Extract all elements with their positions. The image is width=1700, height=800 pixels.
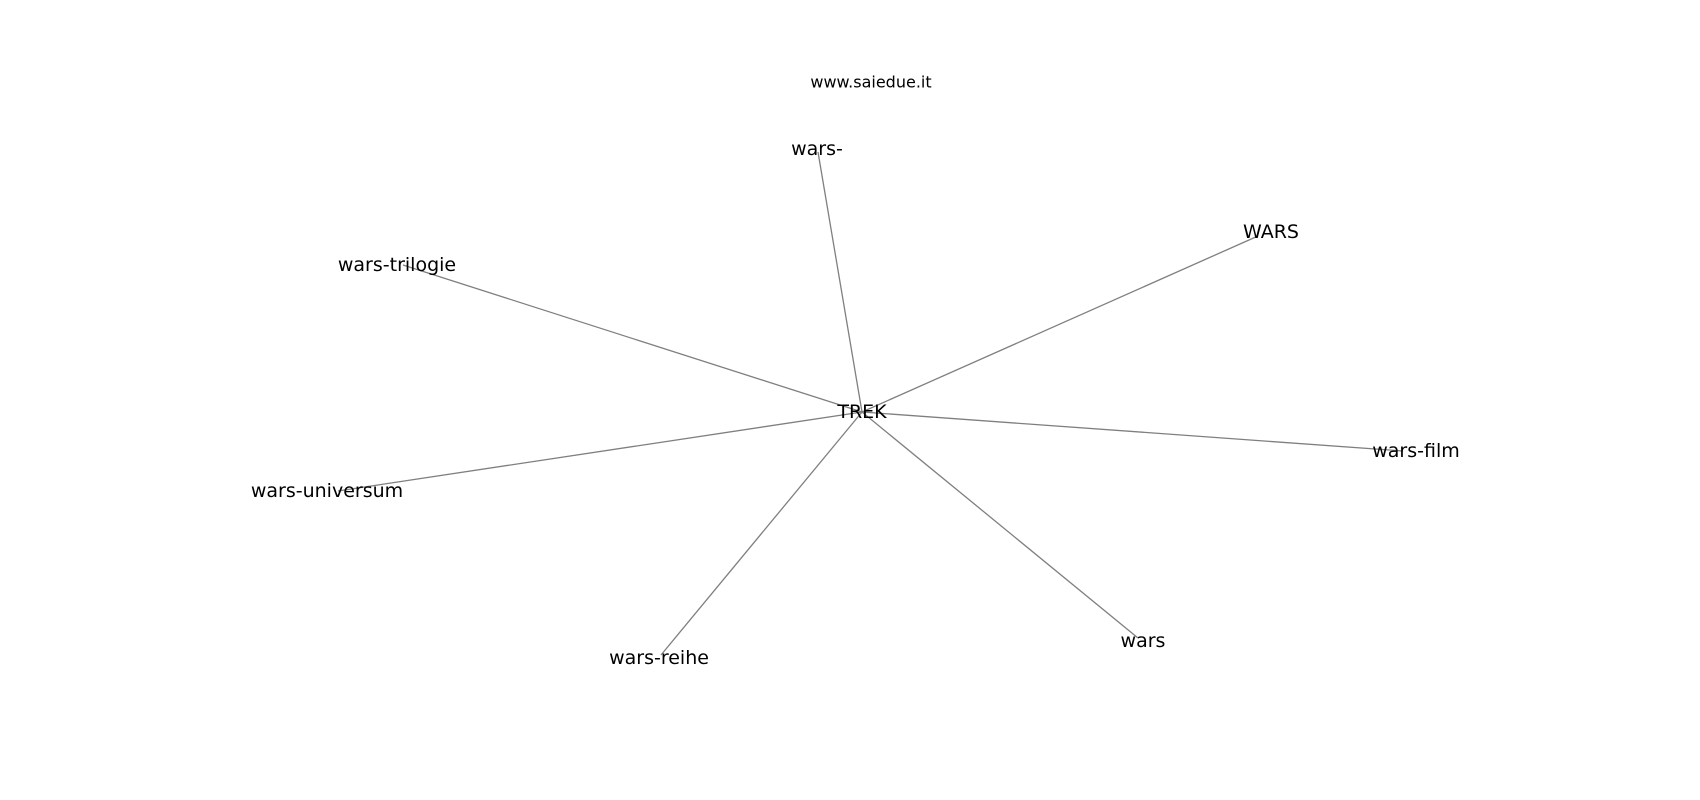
edge-trek-wars: [861, 411, 1139, 639]
node-label-trek: TREK: [836, 401, 887, 423]
edge-trek-wars: [861, 235, 1259, 413]
node-label-wars-trilogie: wars-trilogie: [338, 254, 456, 276]
node-label-wars-upper: WARS: [1243, 221, 1299, 243]
node-label-wars-universum: wars-universum: [251, 480, 403, 502]
edge-trek-wars-universum: [337, 411, 863, 492]
edge-trek-wars-trilogie: [402, 264, 863, 413]
edge-trek-wars-: [817, 151, 863, 413]
nodes-layer: TREK wars- WARS wars-trilogie wars-film wars-…: [251, 138, 1460, 669]
edge-trek-wars-film: [861, 411, 1404, 452]
watermark-text: www.saiedue.it: [810, 73, 931, 92]
node-label-wars-reihe: wars-reihe: [609, 647, 709, 669]
edge-trek-wars-reihe: [660, 411, 863, 656]
node-label-wars: wars: [1121, 630, 1166, 652]
edges-layer: [337, 151, 1404, 656]
node-label-wars: wars-: [791, 138, 843, 160]
node-label-wars-film: wars-film: [1372, 440, 1460, 462]
